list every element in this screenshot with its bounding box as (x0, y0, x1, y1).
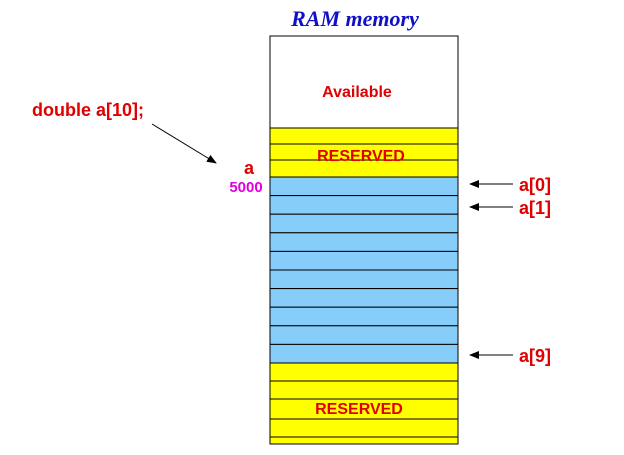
array-cell-0 (269, 176, 459, 197)
reserved-top-region (269, 127, 459, 178)
array-cell-9 (269, 343, 459, 364)
array-cells (269, 176, 459, 364)
reserved-top-label: RESERVED (317, 148, 405, 165)
a9-label: a[9] (519, 346, 551, 366)
array-cell-5 (269, 269, 459, 290)
available-label: Available (322, 84, 392, 101)
array-cell-8 (269, 325, 459, 345)
array-cell-6 (269, 288, 459, 308)
reserved-bottom-region (269, 362, 459, 445)
diagram-title: RAM memory (290, 6, 419, 31)
array-cell-1 (269, 195, 459, 215)
available-region (269, 35, 459, 129)
array-cell-4 (269, 250, 459, 271)
array-cell-3 (269, 232, 459, 252)
address-label: 5000 (229, 179, 262, 196)
declaration-arrow (151, 123, 217, 164)
array-cell-7 (269, 306, 459, 327)
a1-label: a[1] (519, 198, 551, 218)
array-cell-2 (269, 213, 459, 234)
a0-label: a[0] (519, 175, 551, 195)
reserved-bottom-label: RESERVED (315, 401, 403, 418)
memory-column (269, 35, 459, 445)
variable-name-label: a (244, 158, 255, 178)
declaration-label: double a[10]; (32, 100, 144, 120)
